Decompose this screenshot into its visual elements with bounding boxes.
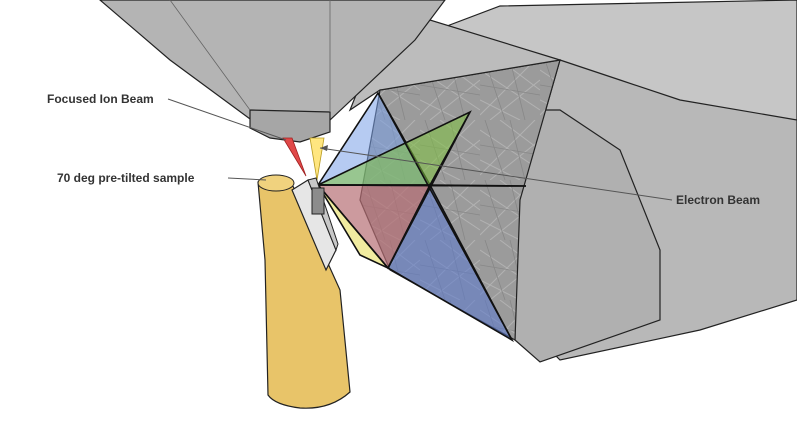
sample-label: 70 deg pre-tilted sample	[57, 171, 195, 185]
sample-leader	[227, 177, 267, 181]
fib-leader	[167, 98, 287, 141]
fan-yellow	[317, 184, 389, 269]
eb-leader	[319, 147, 673, 201]
fan-outline-2	[387, 111, 471, 269]
kikuchi-fan	[316, 91, 527, 343]
electron-beam-label: Electron Beam	[676, 193, 761, 207]
holder-top	[257, 174, 295, 192]
column-facet	[169, 0, 251, 111]
sample-holder	[257, 174, 351, 409]
fan-outline-3	[317, 184, 527, 187]
focused-ion-beam-label: Focused Ion Beam	[47, 92, 154, 106]
fan-outline	[377, 92, 513, 341]
column-tip	[249, 109, 331, 143]
eb-arrowhead	[320, 145, 328, 151]
sample-mount	[311, 187, 325, 215]
electron-beam	[309, 137, 325, 181]
fib-beam	[282, 137, 307, 177]
sample-disc	[291, 177, 339, 272]
